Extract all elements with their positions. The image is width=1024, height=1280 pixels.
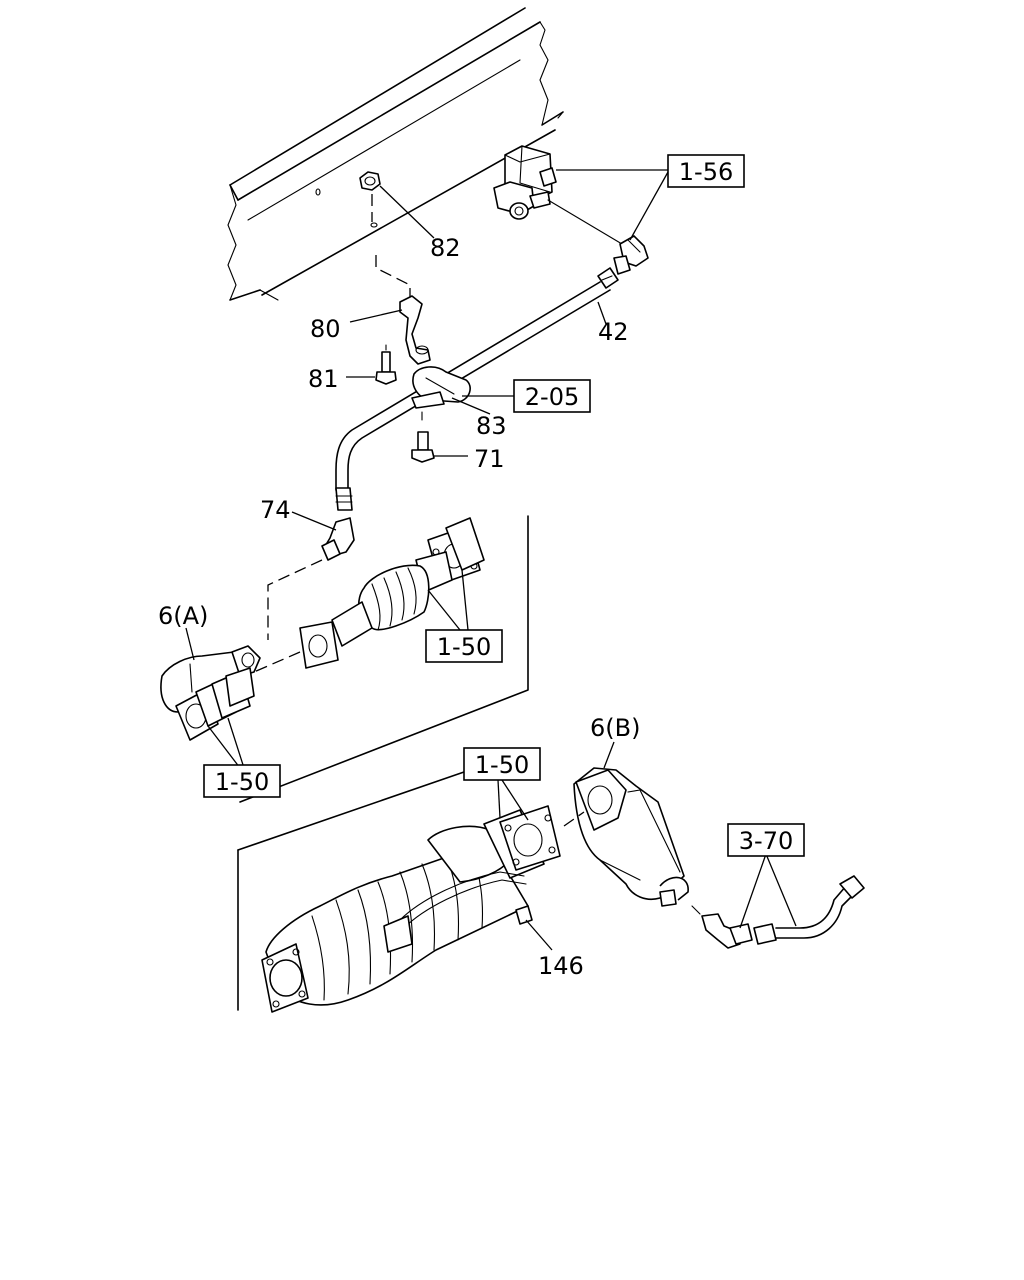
outlet-elbow-6b <box>563 741 689 907</box>
reference-leaders <box>556 169 669 241</box>
callout-71: 71 <box>474 445 505 473</box>
valve-assembly <box>493 145 623 245</box>
dpf-outline <box>237 771 465 1011</box>
callout-146: 146 <box>538 952 584 980</box>
reference-3-70[interactable]: 3-70 <box>727 823 805 857</box>
svg-text:2-05: 2-05 <box>525 383 579 411</box>
reference-1-56[interactable]: 1-56 <box>667 154 745 188</box>
svg-text:3-70: 3-70 <box>739 827 793 855</box>
exhaust-pipe-upper <box>253 517 485 673</box>
bolt-81 <box>346 344 397 385</box>
reference-1-50-middle[interactable]: 1-50 <box>463 747 541 781</box>
svg-text:1-56: 1-56 <box>679 158 733 186</box>
clamp-83 <box>411 366 514 421</box>
bracket-80 <box>349 255 431 365</box>
upper-group-outline <box>239 515 529 803</box>
callout-82: 82 <box>430 234 461 262</box>
reference-2-05[interactable]: 2-05 <box>513 379 591 413</box>
bolt-71 <box>411 431 468 463</box>
callout-74: 74 <box>260 496 291 524</box>
callout-80: 80 <box>310 315 341 343</box>
svg-text:1-50: 1-50 <box>437 633 491 661</box>
reference-1-50-left[interactable]: 1-50 <box>203 764 281 798</box>
pipe-42 <box>335 267 619 511</box>
turbo-outlet-6a <box>160 627 261 769</box>
sensor-3-70 <box>691 853 865 949</box>
callout-6a: 6(A) <box>158 602 208 630</box>
nut-82 <box>359 171 435 239</box>
svg-text:1-50: 1-50 <box>475 751 529 779</box>
callout-6b: 6(B) <box>590 714 640 742</box>
callout-81: 81 <box>308 365 339 393</box>
reference-1-50-upper[interactable]: 1-50 <box>425 629 503 663</box>
elbow-fitting <box>613 235 649 275</box>
dpf-unit <box>261 779 561 1013</box>
elbow-74 <box>267 511 355 640</box>
callout-83: 83 <box>476 412 507 440</box>
svg-text:1-50: 1-50 <box>215 768 269 796</box>
callout-42: 42 <box>598 318 629 346</box>
